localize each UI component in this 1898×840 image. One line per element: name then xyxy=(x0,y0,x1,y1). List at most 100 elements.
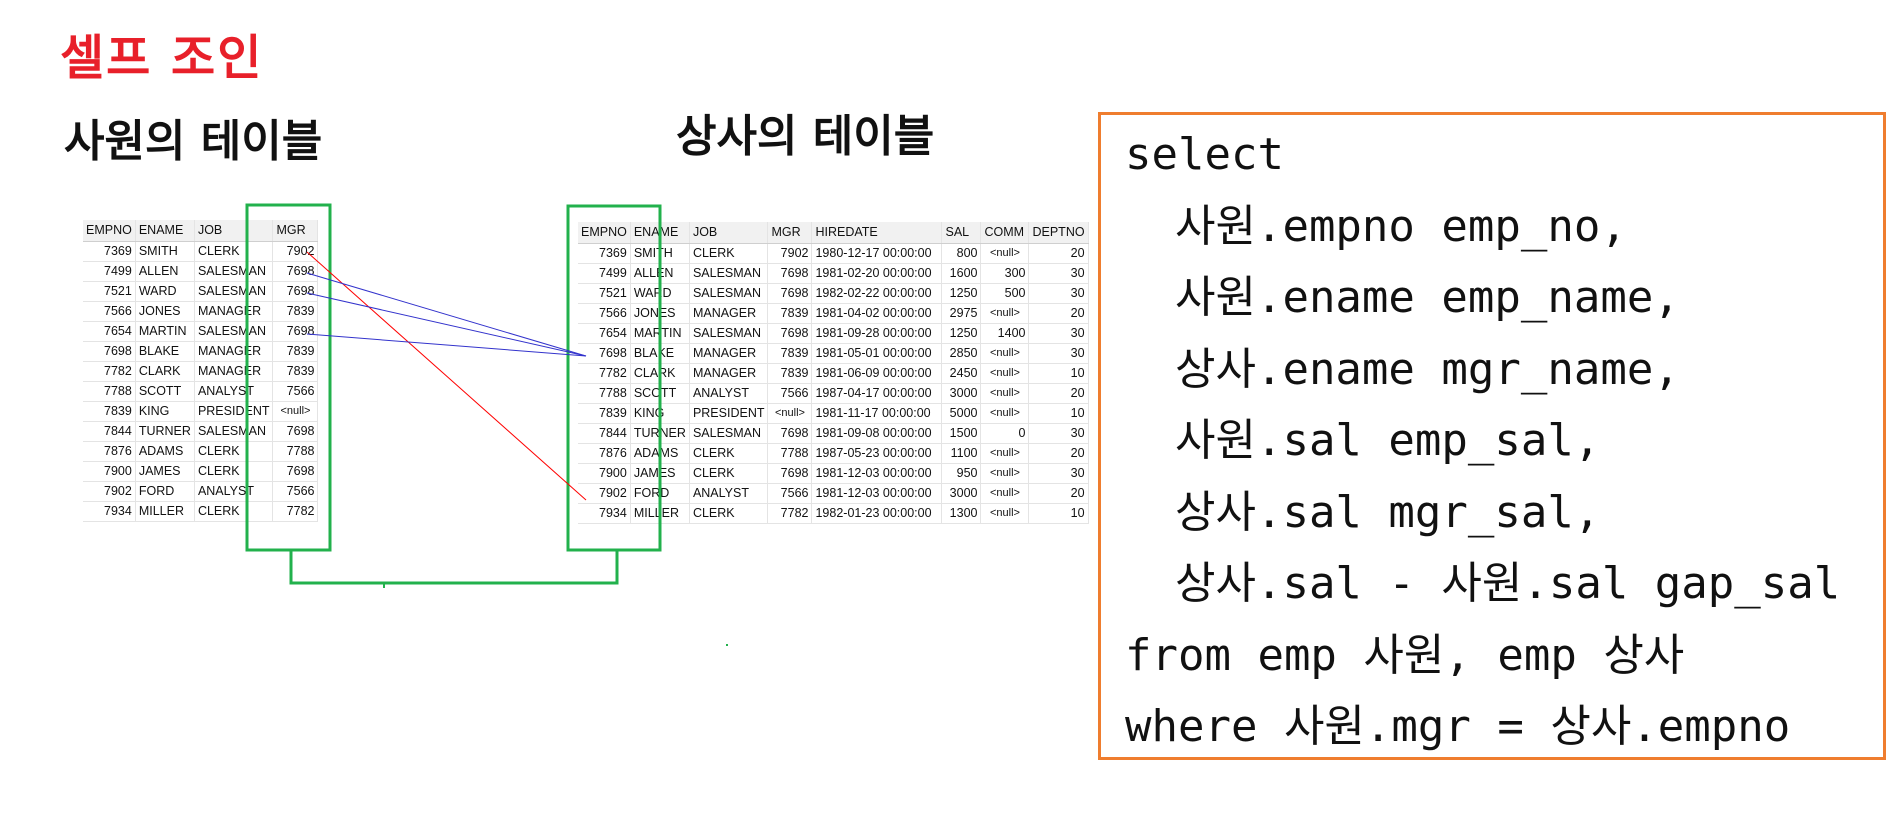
table-cell: 3000 xyxy=(941,383,982,404)
join-connector-bracket xyxy=(289,550,619,585)
table-cell: CLERK xyxy=(689,443,769,464)
table-cell: 7499 xyxy=(83,261,136,282)
table-cell: 7902 xyxy=(578,483,631,504)
table-cell: CLERK xyxy=(194,461,274,482)
sql-line: 상사.sal mgr_sal, xyxy=(1175,486,1601,538)
table-cell: 5000 xyxy=(941,403,982,424)
table-cell: MARTIN xyxy=(630,323,690,344)
table-cell: <null> xyxy=(272,401,319,422)
column-header: SAL xyxy=(941,222,982,244)
link-line-7698 xyxy=(306,333,587,357)
table-cell: MANAGER xyxy=(194,341,274,362)
table-cell: 7566 xyxy=(83,301,136,322)
table-cell: FORD xyxy=(135,481,195,502)
table-cell: 7839 xyxy=(272,341,319,362)
table-header-row: EMPNO ENAME JOB MGR HIREDATE SAL COMM DE… xyxy=(578,222,1089,244)
table-cell: SALESMAN xyxy=(194,281,274,302)
table-cell: ANALYST xyxy=(194,381,274,402)
table-cell: JONES xyxy=(630,303,690,324)
table-cell: WARD xyxy=(630,283,690,304)
table-cell: 1987-05-23 00:00:00 xyxy=(811,443,943,464)
table-cell: 20 xyxy=(1028,483,1089,504)
table-cell: 7654 xyxy=(578,323,631,344)
column-header: ENAME xyxy=(135,220,195,242)
table-cell: SCOTT xyxy=(630,383,690,404)
sql-line: from emp 사원, emp 상사 xyxy=(1125,629,1685,681)
table-cell: 7698 xyxy=(272,281,319,302)
table-cell: SMITH xyxy=(630,243,690,264)
sql-query-box: select 사원.empno emp_no, 사원.ename emp_nam… xyxy=(1098,112,1886,760)
table-cell: JAMES xyxy=(135,461,195,482)
table-cell: 1300 xyxy=(941,503,982,524)
table-cell: 7839 xyxy=(767,343,813,364)
table-cell: 800 xyxy=(941,243,982,264)
table-cell: 7566 xyxy=(767,483,813,504)
table-cell: 7698 xyxy=(83,341,136,362)
table-cell: TURNER xyxy=(135,421,195,442)
table-cell: <null> xyxy=(980,243,1030,264)
table-cell: MANAGER xyxy=(689,343,769,364)
table-cell: <null> xyxy=(980,343,1030,364)
table-cell: 1250 xyxy=(941,323,982,344)
sql-line: select xyxy=(1125,129,1284,180)
column-header: ENAME xyxy=(630,222,690,244)
table-cell: 7839 xyxy=(272,361,319,382)
table-cell: 1400 xyxy=(980,323,1030,344)
page-title: 셀프 조인 xyxy=(60,30,264,86)
table-cell: PRESIDENT xyxy=(689,403,769,424)
table-cell: SALESMAN xyxy=(689,423,769,444)
table-cell: 10 xyxy=(1028,403,1089,424)
table-cell: <null> xyxy=(980,363,1030,384)
table-cell: BLAKE xyxy=(630,343,690,364)
table-cell: 30 xyxy=(1028,423,1089,444)
manager-table: EMPNO ENAME JOB MGR HIREDATE SAL COMM DE… xyxy=(578,222,1089,524)
table-cell: 7698 xyxy=(272,461,319,482)
column-header: EMPNO xyxy=(83,220,136,242)
column-header: JOB xyxy=(689,222,769,244)
table-cell: CLARK xyxy=(630,363,690,384)
table-cell: 7788 xyxy=(272,441,319,462)
table-cell: <null> xyxy=(980,383,1030,404)
column-header: EMPNO xyxy=(578,222,631,244)
column-header: MGR xyxy=(272,220,319,242)
table-cell: SCOTT xyxy=(135,381,195,402)
table-cell: 7698 xyxy=(272,321,319,342)
sql-line: 사원.sal emp_sal, xyxy=(1175,415,1601,466)
table-cell: 7566 xyxy=(767,383,813,404)
table-cell: 7900 xyxy=(83,461,136,482)
table-cell: <null> xyxy=(980,443,1030,464)
table-cell: 1981-06-09 00:00:00 xyxy=(811,363,943,384)
table-cell: 7782 xyxy=(578,363,631,384)
table-cell: 7844 xyxy=(578,423,631,444)
table-cell: 1982-02-22 00:00:00 xyxy=(811,283,943,304)
table-cell: ANALYST xyxy=(194,481,274,502)
table-cell: <null> xyxy=(980,483,1030,504)
table-cell: 1982-01-23 00:00:00 xyxy=(811,503,943,524)
table-cell: 7782 xyxy=(83,361,136,382)
table-cell: 1981-11-17 00:00:00 xyxy=(811,403,943,424)
table-cell: 7566 xyxy=(272,381,319,402)
table-cell: ALLEN xyxy=(135,261,195,282)
table-cell: CLARK xyxy=(135,361,195,382)
table-cell: 1981-12-03 00:00:00 xyxy=(811,483,943,504)
table-cell: 1500 xyxy=(941,423,982,444)
table-cell: 2850 xyxy=(941,343,982,364)
table-cell: 1100 xyxy=(941,443,982,464)
table-cell: 7900 xyxy=(578,463,631,484)
table-cell: 7934 xyxy=(83,501,136,522)
table-cell: MILLER xyxy=(135,501,195,522)
sql-line: 상사.sal - 사원.sal gap_sal xyxy=(1175,558,1841,609)
table-cell: JONES xyxy=(135,301,195,322)
table-cell: 7369 xyxy=(83,241,136,262)
